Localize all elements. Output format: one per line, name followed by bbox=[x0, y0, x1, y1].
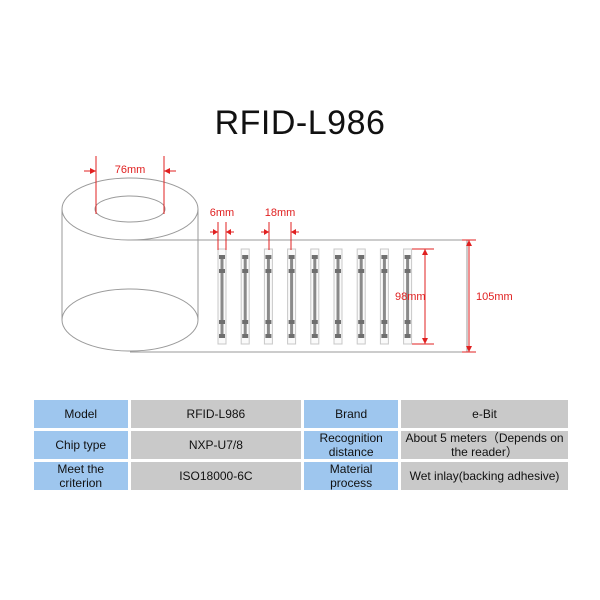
label-width-label: 6mm bbox=[210, 207, 234, 219]
rfid-inlay bbox=[240, 248, 250, 345]
rfid-inlay bbox=[379, 248, 389, 345]
inlay-height-label: 98mm bbox=[395, 291, 426, 303]
spec-label: Chip type bbox=[34, 431, 128, 459]
spec-value: NXP-U7/8 bbox=[130, 431, 302, 459]
rfid-inlay bbox=[287, 248, 297, 345]
table-row: Model RFID-L986 Brand e-Bit bbox=[34, 400, 568, 428]
core-dimension bbox=[84, 156, 176, 214]
rfid-inlay bbox=[217, 248, 227, 345]
rfid-inlay bbox=[263, 248, 273, 345]
rfid-inlay bbox=[403, 248, 413, 345]
table-row: Chip type NXP-U7/8 Recognition distance … bbox=[34, 431, 568, 459]
roll-diagram: 76mm 6mm 18mm 98mm 105mm bbox=[61, 156, 513, 353]
pitch-label: 18mm bbox=[265, 207, 296, 219]
spec-label: Brand bbox=[304, 400, 399, 428]
spec-value: Wet inlay(backing adhesive) bbox=[401, 462, 568, 490]
rfid-inlay bbox=[356, 248, 366, 345]
spec-value: RFID-L986 bbox=[130, 400, 302, 428]
rfid-inlay bbox=[310, 248, 320, 345]
spec-value: About 5 meters（Depends on the reader） bbox=[401, 431, 568, 459]
spec-label: Model bbox=[34, 400, 128, 428]
core-dimension-label: 76mm bbox=[115, 164, 146, 176]
spec-label: Recognition distance bbox=[304, 431, 399, 459]
spec-table: Model RFID-L986 Brand e-Bit Chip type NX… bbox=[31, 397, 571, 493]
pitch-dimension bbox=[261, 222, 299, 250]
spec-label: Meet the criterion bbox=[34, 462, 128, 490]
rfid-inlay bbox=[333, 248, 343, 345]
spec-label: Material process bbox=[304, 462, 399, 490]
label-width-dimension bbox=[210, 222, 234, 250]
roll-core bbox=[94, 195, 166, 223]
table-row: Meet the criterion ISO18000-6C Material … bbox=[34, 462, 568, 490]
spec-value: ISO18000-6C bbox=[130, 462, 302, 490]
spec-value: e-Bit bbox=[401, 400, 568, 428]
inlay-height-dimension bbox=[412, 248, 434, 345]
roll-width-dimension bbox=[462, 239, 476, 353]
page-title: RFID-L986 bbox=[214, 104, 386, 142]
inlay-strip bbox=[217, 248, 413, 345]
roll-width-label: 105mm bbox=[476, 291, 513, 303]
